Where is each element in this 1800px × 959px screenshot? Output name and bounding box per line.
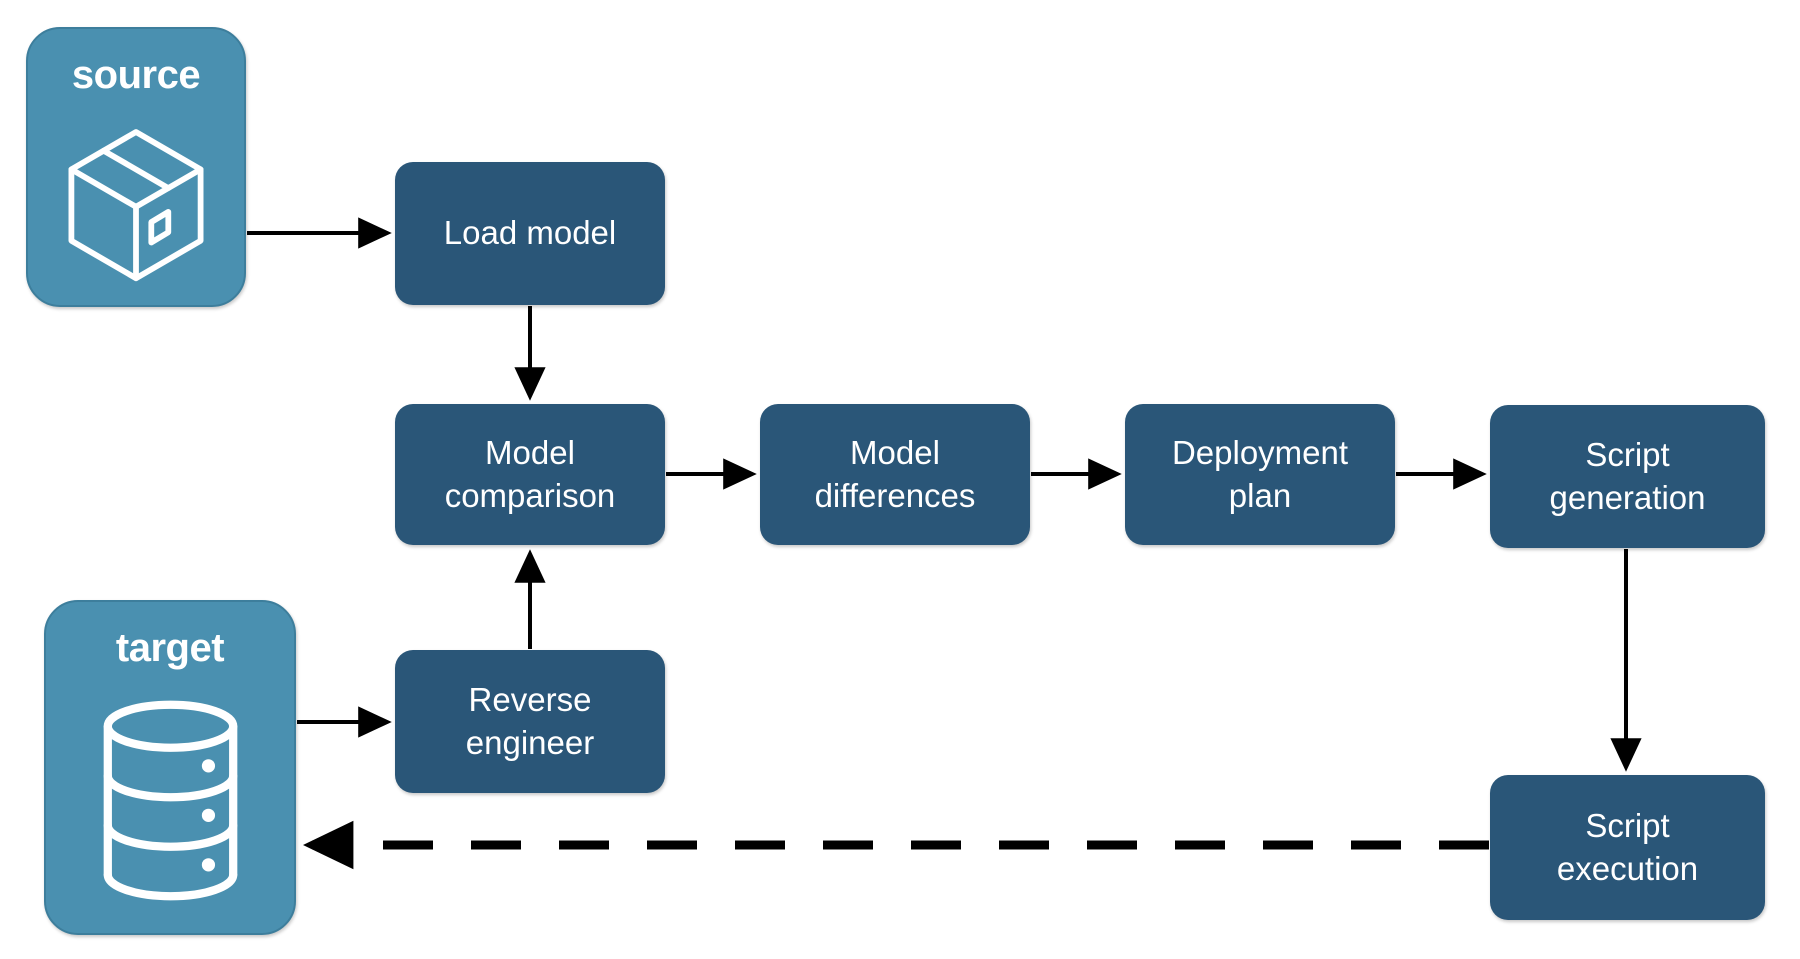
- node-deployment-plan[interactable]: Deployment plan: [1125, 404, 1395, 545]
- node-model-comparison[interactable]: Model comparison: [395, 404, 665, 545]
- node-load-model[interactable]: Load model: [395, 162, 665, 305]
- package-box-icon: [28, 95, 244, 305]
- database-cylinder-icon: [46, 668, 294, 933]
- endpoint-source[interactable]: source: [26, 27, 246, 307]
- node-script-generation[interactable]: Script generation: [1490, 405, 1765, 548]
- node-reverse-engineer[interactable]: Reverse engineer: [395, 650, 665, 793]
- endpoint-target-label: target: [115, 626, 225, 670]
- endpoint-target[interactable]: target: [44, 600, 296, 935]
- endpoint-source-label: source: [71, 53, 201, 97]
- node-script-execution[interactable]: Script execution: [1490, 775, 1765, 920]
- node-model-differences[interactable]: Model differences: [760, 404, 1030, 545]
